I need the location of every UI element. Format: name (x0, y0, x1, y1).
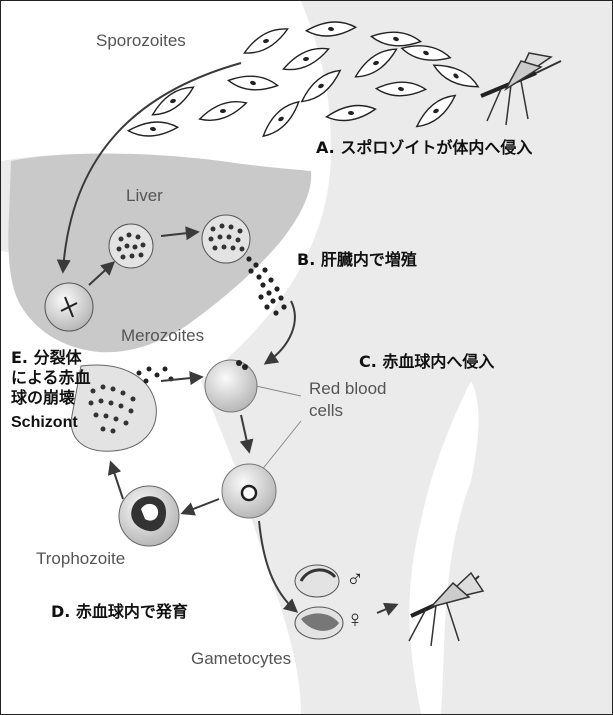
female-symbol: ♀ (346, 606, 364, 634)
male-symbol: ♂ (346, 566, 364, 594)
step-c-label: C. 赤血球内へ侵入 (359, 348, 494, 372)
infected-liver-cell (45, 283, 93, 331)
label-trophozoite: Trophozoite (36, 549, 125, 569)
liver-schizont-mature (202, 215, 250, 263)
arrow-ring-to-trophozoite (183, 499, 219, 513)
gametocyte-female (295, 607, 343, 639)
label-liver: Liver (126, 186, 163, 206)
step-b-label: B. 肝臓内で増殖 (297, 246, 417, 270)
arrow-trophozoite-to-schizont (111, 463, 123, 499)
liver-schizont-early (109, 224, 153, 268)
label-gametocytes: Gametocytes (191, 649, 291, 669)
gametocyte-male (295, 565, 339, 597)
label-sporozoites: Sporozoites (96, 31, 186, 51)
trophozoite-cell (119, 486, 179, 546)
label-merozoites: Merozoites (121, 326, 204, 346)
arrow-schizont-to-rbc (161, 377, 201, 381)
label-red-blood-cells-line1: Red blood (309, 379, 387, 399)
red-blood-cell (205, 360, 257, 412)
label-red-blood-cells-line2: cells (309, 401, 343, 421)
ring-stage-cell (222, 464, 276, 518)
step-a-label: A. スポロゾイトが体内へ侵入 (316, 134, 532, 158)
label-schizont: Schizont (11, 414, 78, 432)
step-d-label: D. 赤血球内で発育 (51, 598, 188, 622)
step-e-label-line3: 球の崩壊 (11, 384, 75, 408)
